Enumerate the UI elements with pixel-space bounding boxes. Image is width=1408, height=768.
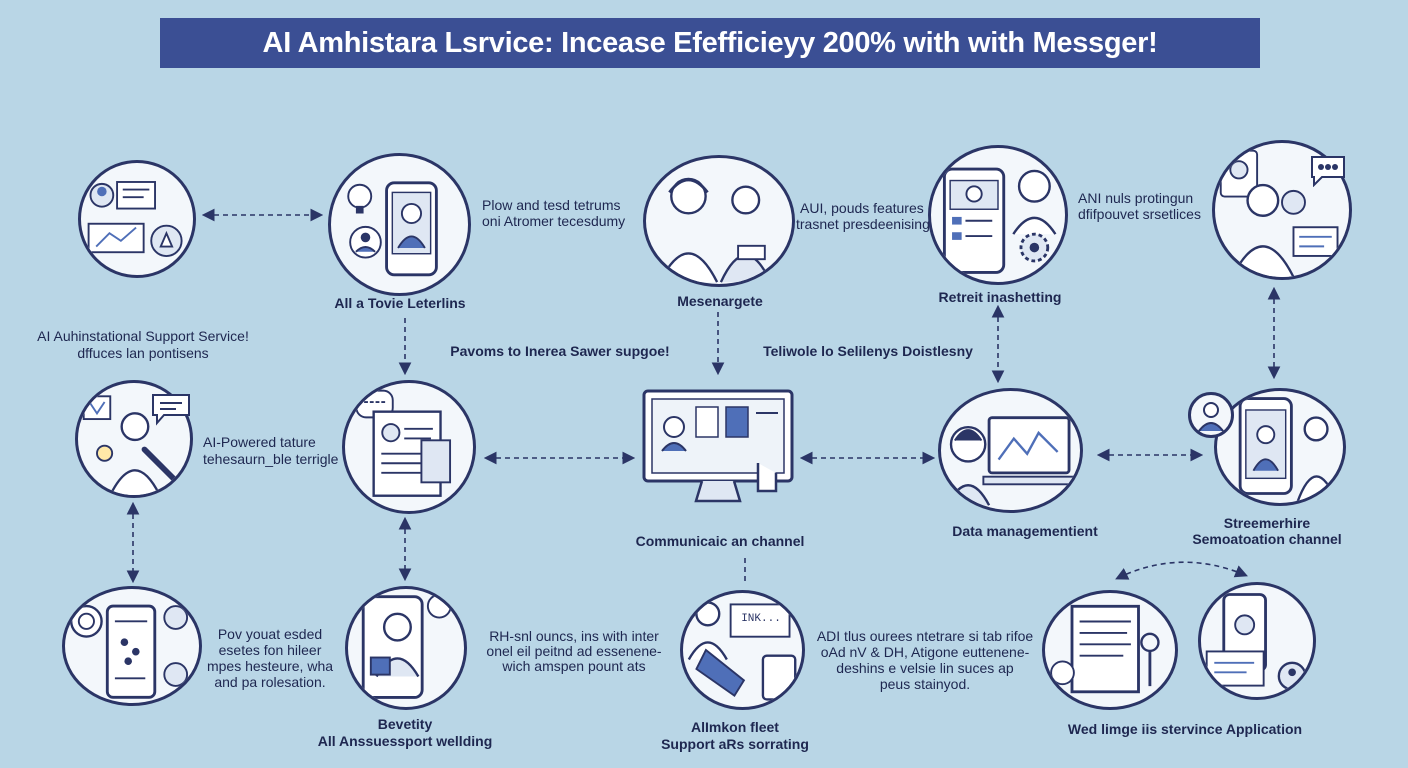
avatar bbox=[1188, 392, 1234, 438]
node-almkon-caption-1: AlImkon fleet bbox=[691, 719, 779, 735]
screen-card: INK... bbox=[732, 603, 790, 635]
node-data-management[interactable] bbox=[938, 388, 1083, 513]
node-bevetity-caption-1: Bevetity bbox=[377, 716, 433, 732]
node-ani-desc-1: ANI nuls protingun bbox=[1078, 190, 1194, 206]
node-support-service[interactable] bbox=[78, 160, 196, 278]
node-web-document[interactable] bbox=[1042, 590, 1178, 710]
chat-icon bbox=[1311, 156, 1345, 187]
node-ai-powered-desc-2: tehesaurn_ble terrigle bbox=[203, 451, 339, 467]
screen-text: INK... bbox=[741, 613, 781, 625]
node-ani-desc-2: dfifpouvet srsetlices bbox=[1078, 206, 1201, 222]
node-almkon-desc-1: ADI tlus ourees ntetrare si tab rifoe bbox=[816, 628, 1034, 644]
node-almkon-fleet[interactable] bbox=[680, 590, 805, 710]
node-ani-profile[interactable] bbox=[1212, 140, 1352, 280]
node-tovie-leterlins-caption: All a Tovie Leterlins bbox=[334, 295, 466, 311]
node-features-desc-1: AUI, pouds features bbox=[800, 200, 924, 216]
node-tovie-desc-2: oni Atromer tecesdumy bbox=[482, 213, 626, 229]
node-ai-powered-desc-1: AI-Powered tature bbox=[203, 434, 316, 450]
node-target-phone[interactable] bbox=[62, 586, 202, 706]
node-service-application[interactable] bbox=[1198, 582, 1316, 700]
node-bevetity-desc-1: RH-snl ouncs, ins with inter bbox=[489, 628, 659, 644]
node-streemerhire-caption-2: Semoatoation channel bbox=[1192, 531, 1342, 547]
node-bevetity[interactable] bbox=[345, 586, 467, 710]
node-almkon-desc-4: peus stainyod. bbox=[879, 676, 971, 692]
node-target-desc-4: and pa rolesation. bbox=[214, 674, 326, 690]
node-bevetity-desc-3: wich amspen pount ats bbox=[502, 658, 646, 674]
node-almkon-desc-2: oAd nV & DH, Atigone euttenene- bbox=[820, 644, 1030, 660]
node-communication-channel[interactable] bbox=[638, 385, 798, 515]
node-bevetity-desc-2: onel eil peitnd ad essenene- bbox=[486, 643, 662, 659]
node-support-service-caption-2: dffuces lan pontisens bbox=[77, 345, 209, 361]
node-almkon-desc-3: deshins e velsie lin suces ap bbox=[836, 660, 1014, 676]
node-target-desc-3: mpes hesteure, wha bbox=[206, 658, 334, 674]
node-document-panel[interactable] bbox=[342, 380, 476, 514]
node-communication-caption: Communicaic an channel bbox=[635, 533, 805, 549]
node-features-desc-2: trasnet presdeenising bbox=[796, 216, 930, 232]
node-target-desc-2: esetes fon hileer bbox=[218, 642, 322, 658]
page-title: AI Amhistara Lsrvice: Incease Efefficiey… bbox=[160, 18, 1260, 68]
node-support-service-caption: AI Auhinstational Support Service! bbox=[37, 328, 249, 344]
mid-right-label: Teliwole lo Selilenys Doistlesny bbox=[763, 343, 973, 359]
node-streemerhire[interactable] bbox=[1214, 388, 1346, 506]
node-tovie-desc-1: Plow and tesd tetrums bbox=[482, 197, 621, 213]
node-messenger-caption: Mesenargete bbox=[677, 293, 763, 309]
node-target-desc-1: Pov youat esded bbox=[217, 626, 323, 642]
node-bevetity-caption-2: All Anssuessport wellding bbox=[317, 733, 493, 749]
node-almkon-caption-2: Support aRs sorrating bbox=[661, 736, 809, 752]
node-data-management-caption: Data managementient bbox=[952, 523, 1098, 539]
node-service-application-caption: Wed limge iis stervince Application bbox=[1067, 721, 1303, 737]
node-retreit[interactable] bbox=[928, 145, 1068, 285]
mid-left-label: Pavoms to Inerea Sawer supgoe! bbox=[450, 343, 670, 359]
node-retreit-caption: Retreit inashetting bbox=[938, 289, 1062, 305]
node-tovie-leterlins[interactable] bbox=[328, 153, 471, 296]
chat-bubble-icon bbox=[152, 394, 190, 426]
node-streemerhire-caption-1: Streemerhire bbox=[1223, 515, 1311, 531]
node-messenger[interactable] bbox=[643, 155, 795, 287]
